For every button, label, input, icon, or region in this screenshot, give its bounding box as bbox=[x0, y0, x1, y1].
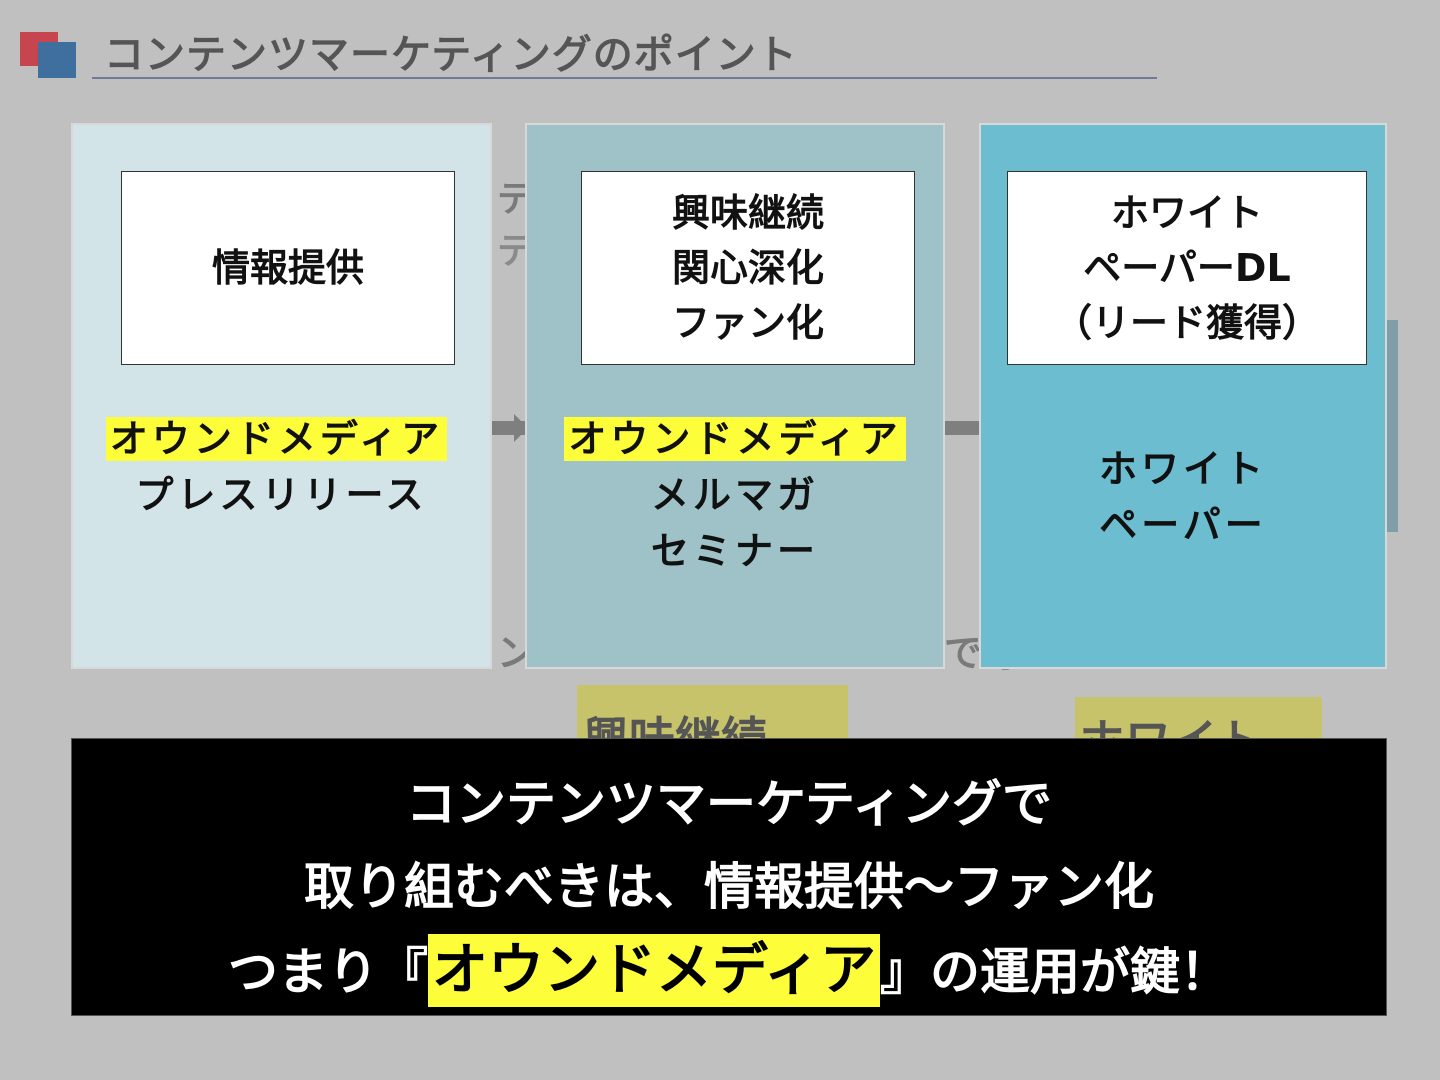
background-fragment: ホワイト bbox=[1079, 697, 1322, 739]
background-yellow-box: ホワイト bbox=[1075, 697, 1322, 739]
message-line: コンテンツマーケティングで bbox=[406, 775, 1052, 833]
arrow-connector bbox=[945, 421, 981, 435]
background-strip bbox=[1386, 320, 1398, 532]
key-message-box: コンテンツマーケティングで 取り組むべきは、情報提供～ファン化 つまり『オウンド… bbox=[71, 738, 1387, 1016]
title-underline bbox=[92, 77, 1157, 79]
background-fragment: 興味継続 bbox=[583, 712, 767, 739]
media-item: プレスリリース bbox=[135, 473, 428, 517]
stage-column-engagement: 興味継続 関心深化 ファン化 オウンドメディア メルマガ セミナー bbox=[525, 123, 945, 669]
stage-header-line: （リード獲得） bbox=[1053, 300, 1320, 345]
stage-header-line: 興味継続 bbox=[671, 190, 824, 235]
arrow-head-icon bbox=[514, 414, 528, 442]
stage-header-box: ホワイト ペーパーDL （リード獲得） bbox=[1007, 171, 1367, 365]
background-yellow-box: 興味継続 bbox=[577, 685, 848, 739]
stage-column-lead: ホワイト ペーパーDL （リード獲得） ホワイト ペーパー bbox=[979, 123, 1387, 669]
stage-header-line: ペーパーDL bbox=[1083, 245, 1291, 290]
stage-header-box: 興味継続 関心深化 ファン化 bbox=[581, 171, 915, 365]
media-item: ホワイト bbox=[1098, 447, 1267, 491]
message-line: 取り組むべきは、情報提供～ファン化 bbox=[304, 858, 1154, 916]
stage-header-line: ホワイト bbox=[1110, 190, 1263, 235]
media-item: メルマガ bbox=[650, 473, 819, 517]
message-highlight: オウンドメディア bbox=[427, 934, 881, 1007]
stage-header-line: ファン化 bbox=[671, 300, 824, 345]
media-list: オウンドメディア プレスリリース bbox=[73, 411, 490, 523]
stage-header-line: 情報提供 bbox=[211, 245, 364, 290]
media-item: セミナー bbox=[650, 529, 819, 573]
media-highlight: オウンドメディア bbox=[564, 417, 906, 461]
stage-header-box: 情報提供 bbox=[121, 171, 455, 365]
logo-blue-square bbox=[38, 42, 76, 78]
message-prefix: つまり『 bbox=[227, 943, 428, 1001]
media-list: ホワイト ペーパー bbox=[981, 441, 1385, 553]
media-list: オウンドメディア メルマガ セミナー bbox=[527, 411, 943, 579]
stage-column-info: 情報提供 オウンドメディア プレスリリース bbox=[71, 123, 492, 669]
page-title: コンテンツマーケティングのポイント bbox=[104, 32, 798, 78]
stage-header-line: 関心深化 bbox=[671, 245, 824, 290]
media-item: ペーパー bbox=[1099, 503, 1267, 547]
message-line: つまり『オウンドメディア』の運用が鍵！ bbox=[72, 925, 1386, 1007]
message-suffix: 』の運用が鍵！ bbox=[880, 943, 1231, 1001]
media-highlight: オウンドメディア bbox=[105, 417, 448, 461]
